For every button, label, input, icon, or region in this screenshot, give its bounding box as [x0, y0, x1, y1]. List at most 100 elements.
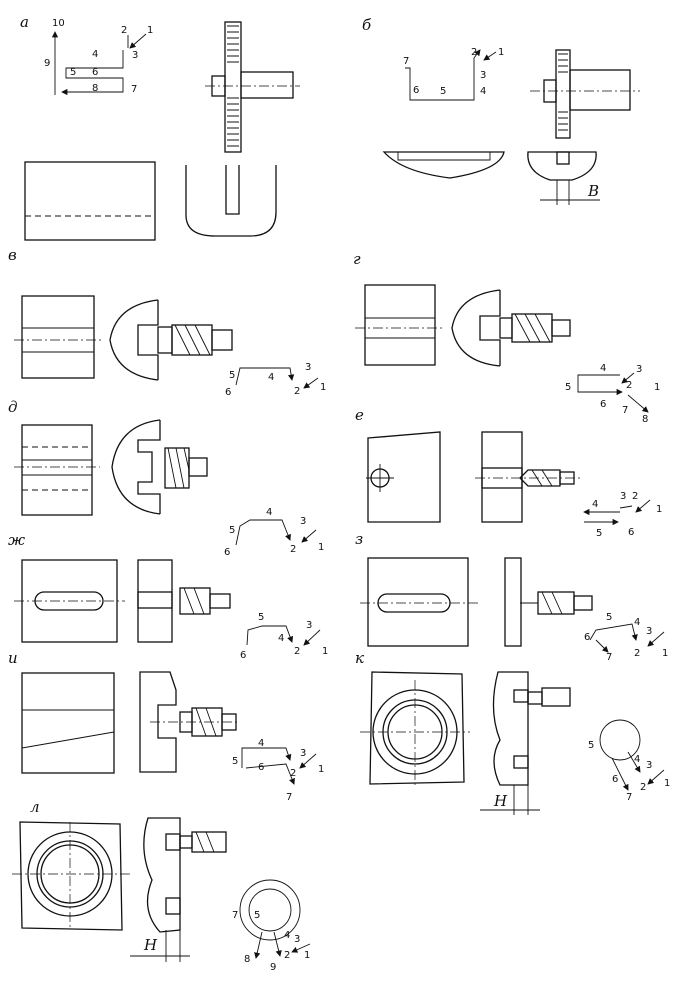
path-num-i-6: 6 — [258, 762, 264, 773]
path-num-d-4: 4 — [266, 507, 272, 518]
path-num-e-6: 6 — [628, 527, 634, 538]
workpiece-front-a — [24, 161, 156, 241]
end-mill-z — [537, 591, 593, 615]
path-num-e-4: 4 — [592, 499, 598, 510]
path-num-zh-1: 1 — [322, 646, 328, 657]
path-num-l-8: 8 — [244, 954, 250, 965]
path-num-z-4: 4 — [634, 617, 640, 628]
t-slot-cutter-d — [164, 447, 208, 489]
path-num-g-8: 8 — [642, 414, 648, 425]
tool-path-diagram-v: 5 6 4 3 2 1 — [225, 362, 326, 398]
panel-label-l: л — [30, 798, 40, 816]
workpiece-section-b — [527, 151, 597, 181]
path-num-l-2: 2 — [284, 950, 290, 961]
path-num-v-5: 5 — [229, 370, 235, 381]
path-num-i-1: 1 — [318, 764, 324, 775]
workpiece-section-z — [504, 557, 522, 647]
workpiece-front-d — [21, 424, 93, 516]
path-num-b-6: 6 — [413, 85, 419, 96]
path-num-i-2: 2 — [290, 768, 296, 779]
panel-label-k: к — [355, 649, 364, 667]
path-num-i-5: 5 — [232, 756, 238, 767]
panel-d: д 5 6 4 3 2 1 — [8, 398, 324, 558]
workpiece-section-i — [139, 671, 177, 773]
path-num-a-4: 4 — [92, 49, 98, 60]
path-num-b-7: 7 — [403, 56, 409, 67]
panel-z: з 5 6 7 4 3 2 1 — [355, 530, 668, 663]
tool-path-diagram-b: 7 6 5 4 3 2 1 — [403, 47, 504, 101]
path-num-v-6: 6 — [225, 387, 231, 398]
end-mill-v — [157, 324, 233, 356]
path-num-l-5: 5 — [254, 910, 260, 921]
path-num-l-9: 9 — [270, 962, 276, 973]
path-num-z-1: 1 — [662, 648, 668, 659]
path-num-l-3: 3 — [294, 934, 300, 945]
path-num-z-7: 7 — [606, 652, 612, 663]
panel-label-zh: ж — [8, 531, 25, 549]
path-num-v-3: 3 — [305, 362, 311, 373]
workpiece-front-e — [367, 431, 441, 523]
panel-k: к H 5 6 7 4 3 2 1 — [355, 649, 670, 815]
path-num-a-2: 2 — [121, 25, 127, 36]
path-num-k-1: 1 — [664, 778, 670, 789]
workpiece-segment-b — [382, 151, 505, 179]
disc-cutter-b — [530, 49, 640, 139]
path-num-i-4: 4 — [258, 738, 264, 749]
path-num-k-6: 6 — [612, 774, 618, 785]
panel-label-g: г — [353, 250, 361, 268]
workpiece-front-v — [21, 295, 95, 379]
path-num-e-5: 5 — [596, 528, 602, 539]
panel-l: л H 7 5 8 9 4 3 2 — [12, 798, 310, 973]
path-num-a-6: 6 — [92, 67, 98, 78]
path-num-zh-6: 6 — [240, 650, 246, 661]
path-num-d-2: 2 — [290, 544, 296, 555]
disc-cutter-a — [205, 21, 300, 153]
path-num-z-3: 3 — [646, 626, 652, 637]
panel-label-i: и — [8, 649, 18, 667]
path-num-v-4: 4 — [268, 372, 274, 383]
path-num-k-7: 7 — [626, 792, 632, 803]
panel-a: а 10 9 4 5 6 8 7 3 2 1 — [20, 13, 300, 241]
dim-label-k: H — [493, 792, 508, 810]
workpiece-front-l — [19, 821, 123, 931]
path-num-z-5: 5 — [606, 612, 612, 623]
path-num-d-6: 6 — [224, 547, 230, 558]
tool-path-diagram-i: 5 6 7 4 3 2 1 — [232, 738, 324, 803]
tool-path-diagram-a: 10 9 4 5 6 8 7 3 2 1 — [44, 18, 153, 96]
end-mill-l — [179, 831, 227, 853]
path-num-zh-3: 3 — [306, 620, 312, 631]
panel-i: и 5 6 7 4 3 2 1 — [8, 649, 324, 803]
path-num-i-3: 3 — [300, 748, 306, 759]
path-num-i-7: 7 — [286, 792, 292, 803]
tool-path-diagram-k: 5 6 7 4 3 2 1 — [588, 719, 670, 803]
path-num-d-5: 5 — [229, 525, 235, 536]
path-num-a-9: 9 — [44, 58, 50, 69]
end-mill-k — [527, 687, 571, 707]
path-num-v-2: 2 — [294, 386, 300, 397]
panel-b: б 7 6 5 4 3 2 1 B — [362, 16, 640, 205]
path-num-k-3: 3 — [646, 760, 652, 771]
path-num-l-1: 1 — [304, 950, 310, 961]
workpiece-section-e — [481, 431, 523, 523]
workpiece-section-zh — [137, 559, 173, 643]
workpiece-front-k — [369, 671, 465, 785]
path-num-e-2: 2 — [632, 491, 638, 502]
path-num-b-3: 3 — [480, 70, 486, 81]
path-num-e-1: 1 — [656, 504, 662, 515]
path-num-b-2: 2 — [471, 47, 477, 58]
path-num-a-8: 8 — [92, 83, 98, 94]
workpiece-front-z — [367, 557, 469, 647]
tool-path-diagram-e: 4 3 2 1 5 6 — [583, 491, 662, 539]
path-num-z-6: 6 — [584, 632, 590, 643]
workpiece-section-d — [111, 419, 161, 515]
workpiece-section-k — [492, 671, 529, 786]
panel-label-z: з — [355, 530, 363, 548]
panel-zh: ж 5 6 4 3 2 1 — [8, 531, 328, 661]
path-num-zh-4: 4 — [278, 633, 284, 644]
path-num-k-5: 5 — [588, 740, 594, 751]
path-num-g-7: 7 — [622, 405, 628, 416]
drill-e — [519, 469, 575, 487]
workpiece-section-l — [143, 817, 181, 933]
panel-label-e: е — [355, 406, 364, 424]
path-num-k-4: 4 — [634, 754, 640, 765]
